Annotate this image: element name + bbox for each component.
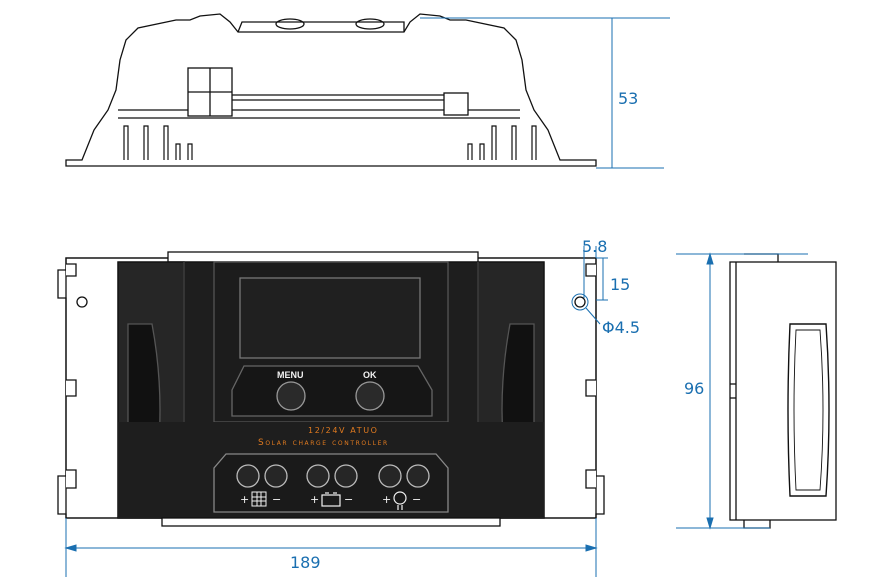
ok-label: OK xyxy=(363,370,377,380)
menu-button[interactable] xyxy=(276,381,306,411)
battery-icon xyxy=(321,492,341,507)
battery-plus: + xyxy=(310,493,319,506)
menu-label: MENU xyxy=(277,370,304,380)
dim-tab-height: 15 xyxy=(610,275,630,294)
ok-button[interactable] xyxy=(355,381,385,411)
load-minus: − xyxy=(412,493,421,506)
terminal-screws xyxy=(236,464,430,488)
voltage-text: 12/24V ATUO xyxy=(308,426,379,435)
product-text: Solar charge controller xyxy=(258,438,389,448)
load-plus: + xyxy=(382,493,391,506)
solar-panel-icon xyxy=(251,491,267,507)
dim-front-width: 189 xyxy=(290,553,321,572)
solar-plus: + xyxy=(240,493,249,506)
solar-minus: − xyxy=(272,493,281,506)
battery-minus: − xyxy=(344,493,353,506)
front-view xyxy=(57,251,605,527)
dim-tab-offset: 5.8 xyxy=(582,237,607,256)
bulb-icon xyxy=(393,491,407,510)
top-view xyxy=(65,13,670,169)
dim-hole-diameter: Φ4.5 xyxy=(602,318,640,337)
dim-height-top: 53 xyxy=(618,89,638,108)
dim-side-height: 96 xyxy=(684,379,704,398)
side-view xyxy=(729,253,837,529)
